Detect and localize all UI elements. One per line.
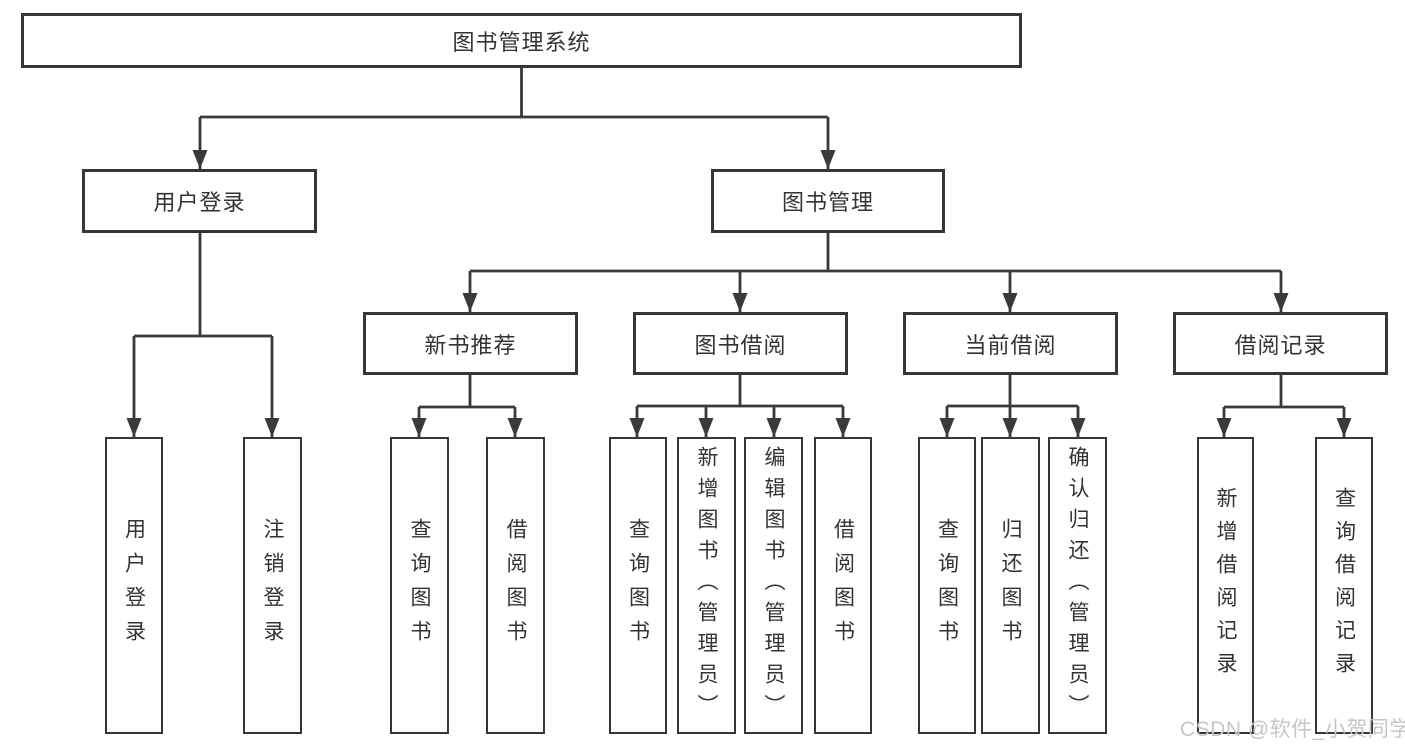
node-new-book-recommend: 新书推荐 xyxy=(363,312,578,375)
node-label: 注销登录 xyxy=(261,517,284,654)
node-label: 新增借阅记录 xyxy=(1214,486,1237,685)
leaf-cb-query-books: 查询图书 xyxy=(918,437,976,734)
node-user-login: 用户登录 xyxy=(82,169,317,233)
leaf-cb-confirm-return-admin: 确认归还（管理员） xyxy=(1048,437,1107,734)
node-label: 借阅图书 xyxy=(504,517,527,654)
leaf-bb-edit-books-admin: 编辑图书（管理员） xyxy=(744,437,803,734)
node-label: 用户登录 xyxy=(153,190,246,215)
leaf-logout: 注销登录 xyxy=(243,437,302,734)
node-label: 图书借阅 xyxy=(694,332,787,358)
node-book-management: 图书管理 xyxy=(711,169,945,233)
node-label: 查询图书 xyxy=(935,517,959,654)
connector-trunks xyxy=(134,68,1344,409)
node-label: 借阅记录 xyxy=(1234,332,1327,358)
leaf-br-query-record: 查询借阅记录 xyxy=(1315,437,1373,734)
node-label: 用户登录 xyxy=(122,517,146,654)
leaf-user-login: 用户登录 xyxy=(105,437,163,734)
node-label: 图书管理系统 xyxy=(452,29,591,55)
leaf-bb-query-books: 查询图书 xyxy=(609,437,667,734)
connector-arrows xyxy=(126,117,1352,437)
leaf-nbr-query-books: 查询图书 xyxy=(390,437,449,734)
leaf-cb-return-books: 归还图书 xyxy=(981,437,1040,734)
node-book-borrowing: 图书借阅 xyxy=(633,312,848,375)
leaf-nbr-borrow-books: 借阅图书 xyxy=(486,437,545,734)
node-borrowing-records: 借阅记录 xyxy=(1173,312,1388,375)
node-label: 查询图书 xyxy=(626,517,650,654)
leaf-bb-borrow-books: 借阅图书 xyxy=(814,437,872,734)
leaf-br-add-record: 新增借阅记录 xyxy=(1197,437,1254,734)
csdn-watermark: CSDN @软件_小贺同学 xyxy=(1180,718,1405,741)
node-label: 查询借阅记录 xyxy=(1332,486,1356,685)
node-label: 查询图书 xyxy=(408,517,431,654)
node-label: 新书推荐 xyxy=(424,332,517,358)
leaf-bb-add-books-admin: 新增图书（管理员） xyxy=(677,437,736,734)
node-library-system: 图书管理系统 xyxy=(21,13,1022,68)
node-label: 图书管理 xyxy=(781,190,874,215)
node-label: 新增图书（管理员） xyxy=(695,446,718,725)
node-label: 归还图书 xyxy=(999,517,1022,654)
node-current-borrowing: 当前借阅 xyxy=(903,312,1118,375)
node-label: 当前借阅 xyxy=(964,332,1057,358)
node-label: 借阅图书 xyxy=(831,517,855,654)
node-label: 编辑图书（管理员） xyxy=(762,446,785,725)
node-label: 确认归还（管理员） xyxy=(1066,446,1089,725)
